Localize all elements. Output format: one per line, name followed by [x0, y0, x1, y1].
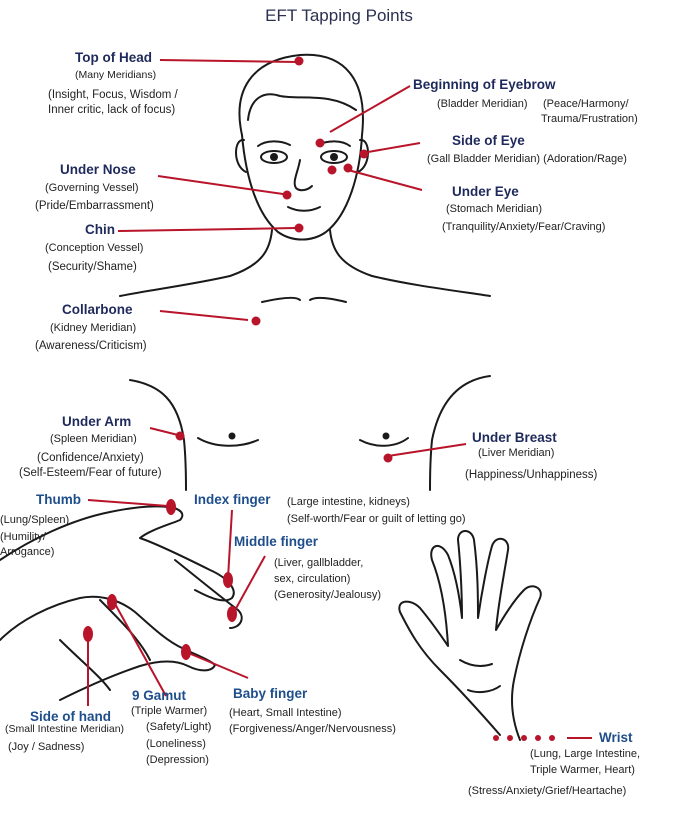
top-of-head-label: Top of Head — [75, 50, 152, 66]
dot-side-eye — [360, 150, 369, 159]
collarbone-line — [262, 298, 346, 302]
nine-gamut-label: 9 Gamut — [132, 688, 186, 704]
middle-finger-desc-3: (Generosity/Jealousy) — [274, 588, 381, 602]
under-arm-label: Under Arm — [62, 414, 131, 430]
under-arm-meridian: (Spleen Meridian) — [50, 432, 137, 446]
wrist-desc-3: (Stress/Anxiety/Grief/Heartache) — [468, 784, 626, 798]
dot-thumb — [166, 499, 176, 515]
nine-gamut-desc-3: (Loneliness) — [146, 737, 206, 751]
dot-under-eye — [328, 166, 337, 175]
under-arm-desc-1: (Confidence/Anxiety) — [37, 451, 144, 465]
under-nose-meridian: (Governing Vessel) — [45, 181, 139, 195]
baby-finger-desc-1: (Heart, Small Intestine) — [229, 706, 341, 720]
right-shoulder — [372, 276, 490, 296]
under-arm-desc-2: (Self-Esteem/Fear of future) — [19, 466, 162, 480]
dot-middle — [227, 606, 237, 622]
nine-gamut-desc-4: (Depression) — [146, 753, 209, 767]
under-eye-desc: (Tranquility/Anxiety/Fear/Craving) — [442, 220, 605, 234]
under-nose-desc: (Pride/Embarrassment) — [35, 199, 154, 213]
dot-collarbone — [252, 317, 261, 326]
left-shoulder — [120, 276, 230, 296]
dot-wrist-5 — [549, 735, 555, 741]
under-nose-label: Under Nose — [60, 162, 136, 178]
top-of-head-meridian: (Many Meridians) — [75, 68, 156, 82]
eyebrow-meridian: (Bladder Meridian) — [437, 97, 527, 111]
under-eye-meridian: (Stomach Meridian) — [446, 202, 542, 216]
index-finger-label: Index finger — [194, 492, 271, 508]
collarbone-desc: (Awareness/Criticism) — [35, 339, 147, 353]
dot-baby — [181, 644, 191, 660]
dot-wrist-1 — [493, 735, 499, 741]
dot-under-eye-2 — [344, 164, 353, 173]
side-eye-label: Side of Eye — [452, 133, 525, 149]
dot-wrist-4 — [535, 735, 541, 741]
neck-left — [230, 230, 272, 276]
index-finger-desc-2: (Self-worth/Fear or guilt of letting go) — [287, 512, 466, 526]
collarbone-label: Collarbone — [62, 302, 133, 318]
under-breast-label: Under Breast — [472, 430, 557, 446]
wrist-label: Wrist — [599, 730, 633, 746]
neck-right — [330, 230, 372, 276]
thumb-desc-3: Arrogance) — [0, 545, 54, 559]
under-eye-label: Under Eye — [452, 184, 519, 200]
under-breast-meridian: (Liver Meridian) — [478, 446, 554, 460]
eyebrow-desc-2: Trauma/Frustration) — [541, 112, 638, 126]
dot-eyebrow — [316, 139, 325, 148]
middle-finger-desc-1: (Liver, gallbladder, — [274, 556, 363, 570]
dot-under-breast — [384, 454, 393, 463]
dot-chin — [295, 224, 304, 233]
eyebrow-desc-1: (Peace/Harmony/ — [543, 97, 629, 111]
nine-gamut-desc-2: (Safety/Light) — [146, 720, 211, 734]
top-of-head-desc-1: (Insight, Focus, Wisdom / — [48, 88, 178, 102]
top-of-head-desc-2: Inner critic, lack of focus) — [48, 103, 175, 117]
thumb-desc-1: (Lung/Spleen) — [0, 513, 69, 527]
wrist-desc-1: (Lung, Large Intestine, — [530, 747, 640, 761]
left-eyebrow — [258, 141, 290, 146]
left-pec — [198, 438, 258, 446]
baby-finger-desc-2: (Forgiveness/Anger/Nervousness) — [229, 722, 396, 736]
head-outline — [239, 55, 362, 240]
dot-gamut — [107, 594, 117, 610]
dot-wrist-2 — [507, 735, 513, 741]
thumb-label: Thumb — [36, 492, 81, 508]
dot-under-nose — [283, 191, 292, 200]
dot-side-hand — [83, 626, 93, 642]
side-eye-desc: (Gall Bladder Meridian) (Adoration/Rage) — [427, 152, 627, 166]
nose — [295, 160, 312, 190]
eyebrow-label: Beginning of Eyebrow — [413, 77, 556, 93]
middle-finger-label: Middle finger — [234, 534, 318, 550]
wrist-desc-2: Triple Warmer, Heart) — [530, 763, 635, 777]
chin-label: Chin — [85, 222, 115, 238]
open-hand-palm-lines — [460, 660, 500, 692]
dot-index — [223, 572, 233, 588]
baby-finger-label: Baby finger — [233, 686, 307, 702]
dot-wrist-3 — [521, 735, 527, 741]
index-finger-desc-1: (Large intestine, kidneys) — [287, 495, 410, 509]
collarbone-meridian: (Kidney Meridian) — [50, 321, 136, 335]
mouth — [288, 207, 320, 211]
middle-finger-desc-2: sex, circulation) — [274, 572, 350, 586]
thumb-desc-2: (Humility/ — [0, 530, 46, 544]
nine-gamut-desc-1: (Triple Warmer) — [131, 704, 207, 718]
open-hand — [399, 531, 540, 740]
page-title: EFT Tapping Points — [0, 6, 678, 26]
chin-desc: (Security/Shame) — [48, 260, 137, 274]
dot-top-of-head — [295, 57, 304, 66]
hair-line — [248, 94, 356, 120]
dot-under-arm — [176, 432, 185, 441]
side-of-hand-desc: (Joy / Sadness) — [8, 740, 84, 754]
chin-meridian: (Conception Vessel) — [45, 241, 143, 255]
under-breast-desc: (Happiness/Unhappiness) — [465, 468, 597, 482]
side-of-hand-meridian: (Small Intestine Meridian) — [5, 722, 124, 736]
right-pec — [360, 438, 408, 446]
